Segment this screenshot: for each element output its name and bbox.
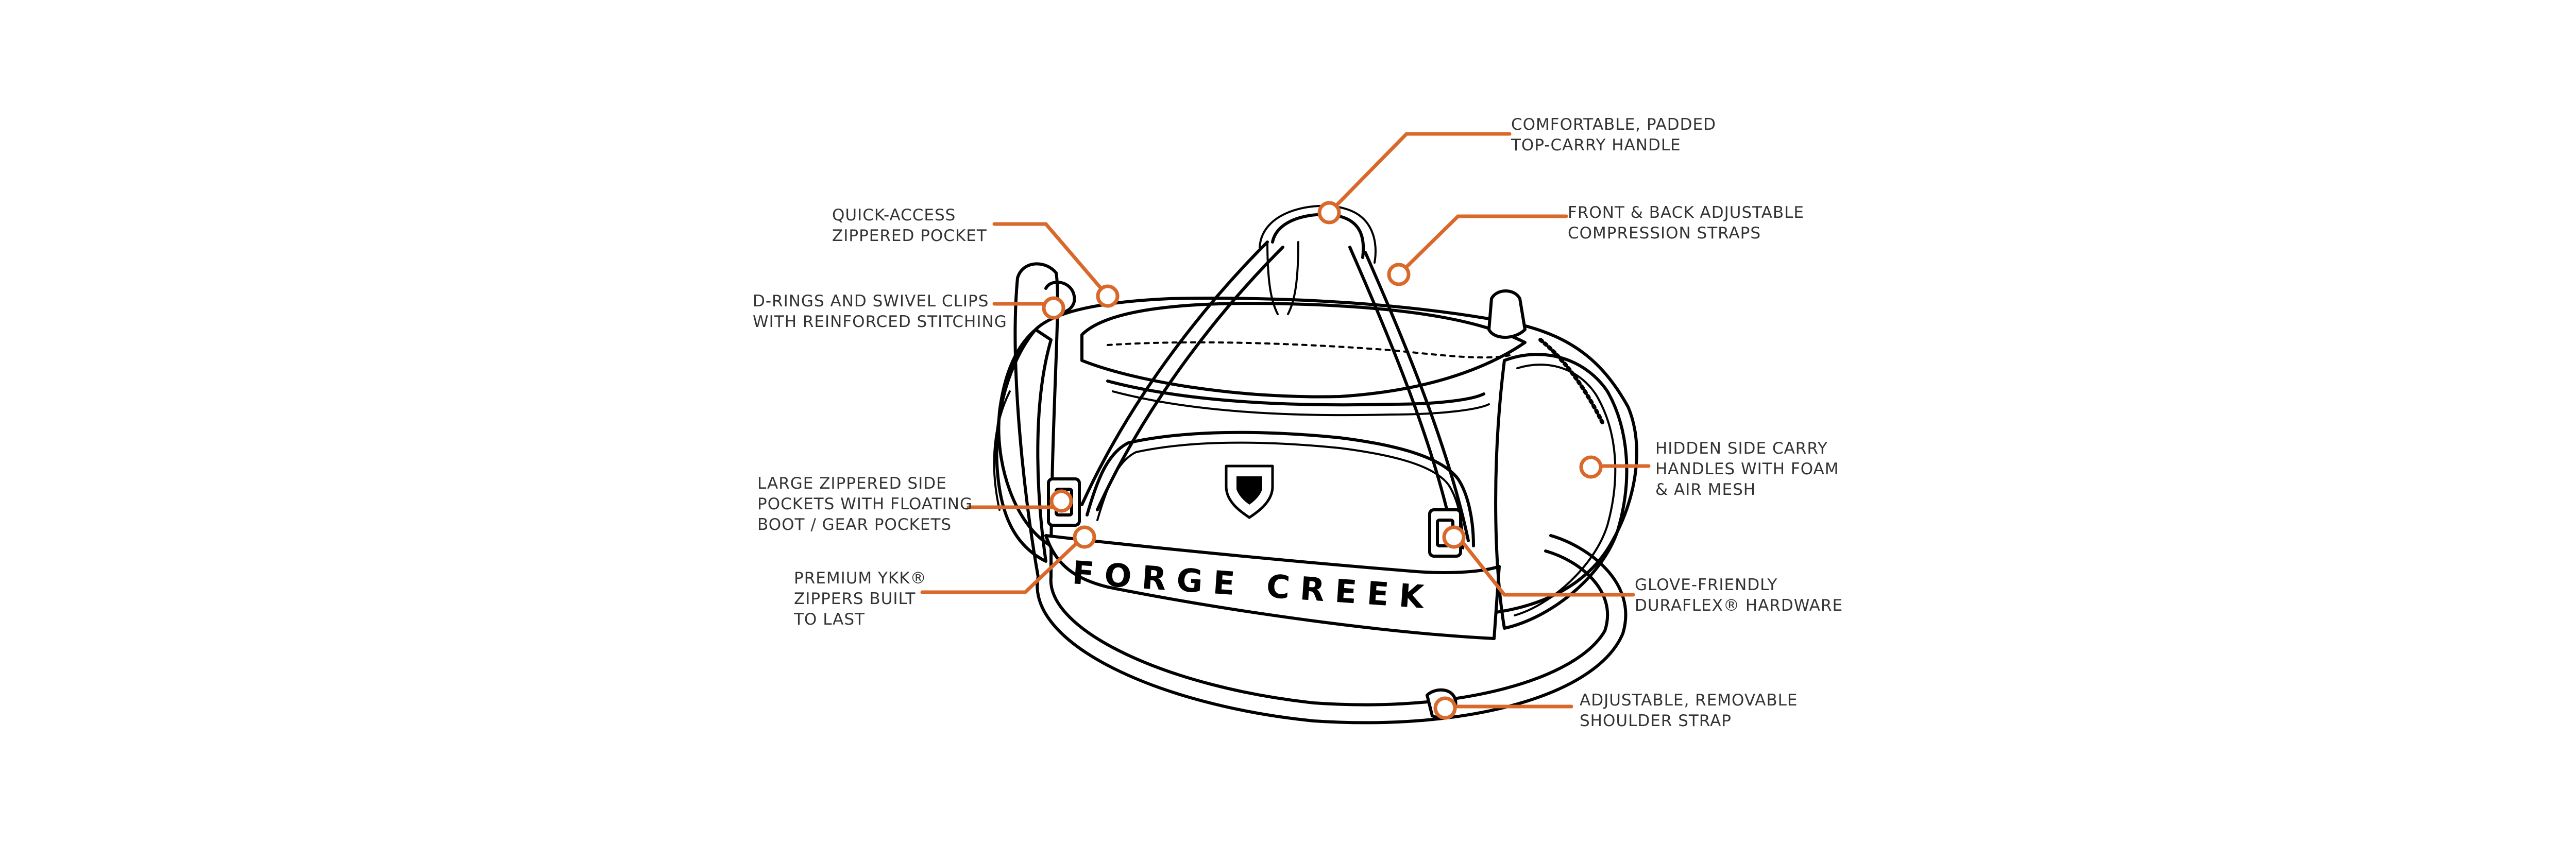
callout-shoulder-strap: ADJUSTABLE, REMOVABLE SHOULDER STRAP — [1580, 691, 1798, 730]
marker-side-pockets — [1049, 489, 1073, 513]
right-side-panel — [1494, 353, 1629, 630]
callout-side-pockets: LARGE ZIPPERED SIDE POCKETS WITH FLOATIN… — [757, 474, 973, 534]
callout-duraflex-hardware: GLOVE-FRIENDLY DURAFLEX® HARDWARE — [1635, 576, 1843, 615]
callout-hidden-side-handles: HIDDEN SIDE CARRY HANDLES WITH FOAM & AI… — [1655, 439, 1839, 499]
front-flap — [1106, 380, 1485, 407]
leader-top-carry-handle — [1327, 132, 1512, 215]
marker-shoulder-strap — [1433, 696, 1457, 720]
marker-compression-straps — [1387, 263, 1411, 286]
leader-quick-access-pocket — [992, 222, 1110, 298]
left-strap-rise — [1013, 262, 1059, 578]
callout-markers — [1042, 201, 1603, 720]
top-panel — [1080, 302, 1527, 399]
callout-compression-straps: FRONT & BACK ADJUSTABLE COMPRESSION STRA… — [1568, 203, 1804, 243]
leader-ykk-zippers — [920, 536, 1084, 594]
marker-ykk-zippers — [1073, 525, 1096, 549]
marker-top-carry-handle — [1317, 201, 1341, 225]
bag-body — [997, 297, 1638, 617]
top-carry-handle — [1271, 213, 1365, 259]
compression-strap-left — [1080, 240, 1269, 506]
front-band — [1044, 534, 1501, 640]
callout-ykk-zippers: PREMIUM YKK® ZIPPERS BUILT TO LAST — [794, 569, 927, 629]
d-ring-right — [1487, 289, 1527, 339]
marker-duraflex-hardware — [1442, 525, 1466, 549]
callout-leaders — [920, 132, 1651, 709]
leader-compression-straps — [1397, 214, 1568, 277]
left-side-panel — [995, 328, 1053, 563]
front-pocket — [1086, 430, 1475, 547]
mesh-zipper — [1538, 338, 1604, 424]
top-zipper-seam — [1107, 341, 1511, 359]
marker-quick-access-pocket — [1096, 284, 1120, 308]
callout-top-carry-handle: COMFORTABLE, PADDED TOP-CARRY HANDLE — [1511, 115, 1716, 154]
marker-hidden-side-handles — [1579, 455, 1603, 479]
leader-duraflex-hardware — [1459, 538, 1635, 597]
shoulder-strap — [1036, 534, 1628, 725]
callout-d-rings: D-RINGS AND SWIVEL CLIPS WITH REINFORCED… — [753, 292, 1007, 331]
callout-quick-access-pocket: QUICK-ACCESS ZIPPERED POCKET — [832, 206, 987, 245]
compression-strap-right — [1348, 246, 1454, 537]
marker-d-rings — [1042, 296, 1065, 320]
